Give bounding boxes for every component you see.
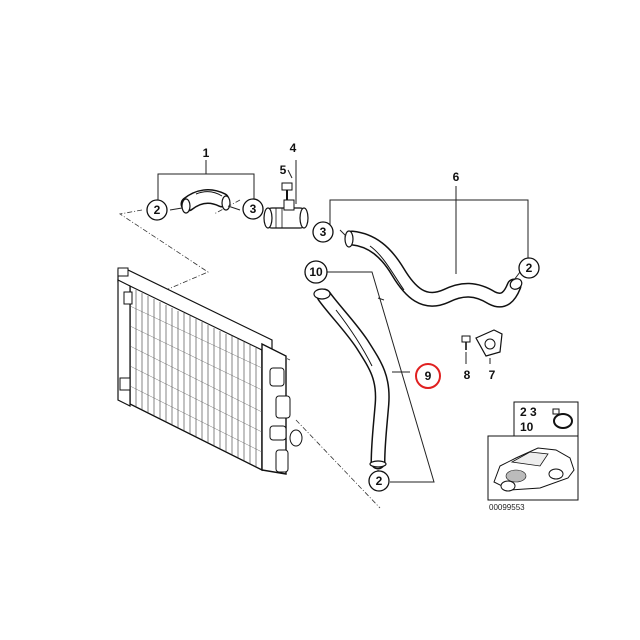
label-part-7: 7 [489,368,496,382]
inset-vehicle-locator: 2 3 10 00099553 [487,401,579,512]
bracket-part-7 [475,329,503,357]
svg-text:10: 10 [309,265,323,279]
callout-3-left: 3 [242,198,264,220]
hose-part-9 [313,288,390,470]
callout-2-bottom: 2 [368,470,390,492]
svg-text:3: 3 [250,202,257,216]
svg-text:2: 2 [526,261,533,275]
leader-lines [157,160,529,483]
svg-text:3: 3 [320,225,327,239]
label-part-5: 5 [280,163,287,177]
car-icon [493,447,575,492]
label-part-4: 4 [290,141,297,155]
callout-10: 10 [304,260,328,284]
reference-number: 00099553 [489,503,525,512]
label-part-1: 1 [203,146,210,160]
label-part-8: 8 [464,368,471,382]
connector-part-4 [263,199,309,229]
hose-part-6 [344,230,523,308]
bolt-part-5 [281,182,293,200]
clamp-icon [552,408,573,429]
svg-text:10: 10 [520,420,534,434]
svg-text:9: 9 [425,369,432,383]
callout-3-mid: 3 [312,221,334,243]
callout-2-left: 2 [146,199,168,221]
svg-text:2: 2 [154,203,161,217]
label-part-6: 6 [453,170,460,184]
svg-text:2 3: 2 3 [520,405,537,419]
svg-text:2: 2 [376,474,383,488]
radiator [117,267,303,475]
callout-9-highlighted: 9 [415,363,441,389]
screw-part-8 [461,335,471,350]
callout-2-right: 2 [518,257,540,279]
hose-part-1 [180,189,231,214]
